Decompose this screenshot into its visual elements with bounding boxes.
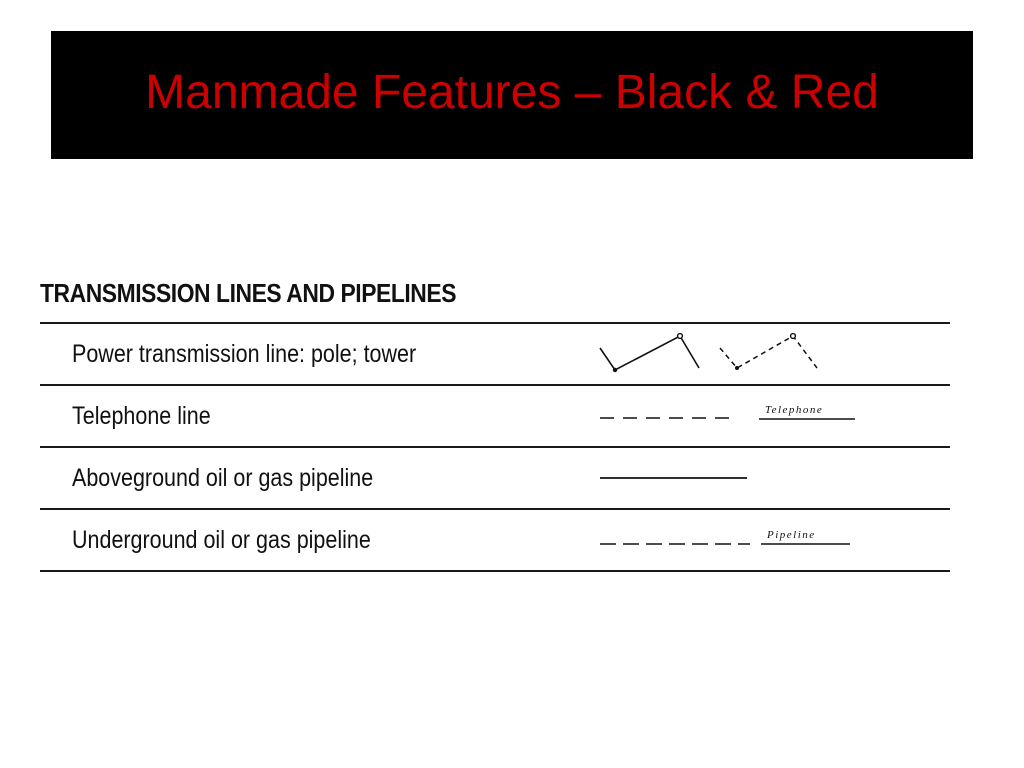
slide-title: Manmade Features – Black & Red xyxy=(145,66,879,119)
legend-row-label: Power transmission line: pole; tower xyxy=(72,340,417,368)
telephone-symbol-text: Telephone xyxy=(765,404,823,416)
legend-row: Aboveground oil or gas pipeline xyxy=(40,448,950,510)
legend-table: TRANSMISSION LINES AND PIPELINES Power t… xyxy=(40,276,950,572)
telephone-line-symbol: Telephone xyxy=(595,386,855,446)
aboveground-pipeline-symbol xyxy=(595,448,855,508)
legend-row-label: Underground oil or gas pipeline xyxy=(72,526,371,554)
pipeline-symbol-text: Pipeline xyxy=(766,529,816,541)
title-bar: Manmade Features – Black & Red xyxy=(51,31,973,159)
underground-pipeline-symbol: Pipeline xyxy=(595,510,855,570)
aboveground-pipeline-symbol-graphic xyxy=(600,477,747,479)
legend-heading: TRANSMISSION LINES AND PIPELINES xyxy=(40,278,457,308)
telephone-line-symbol-graphic: Telephone xyxy=(600,404,855,420)
legend-row-label: Aboveground oil or gas pipeline xyxy=(72,464,374,492)
legend-row: Power transmission line: pole; tower xyxy=(40,324,950,386)
legend-row: Telephone line Telephone xyxy=(40,386,950,448)
legend-row: Underground oil or gas pipeline Pipeline xyxy=(40,510,950,572)
power-line-symbol-graphic xyxy=(599,332,818,373)
underground-pipeline-symbol-graphic: Pipeline xyxy=(600,529,850,545)
power-line-symbol xyxy=(595,324,855,384)
legend-row-label: Telephone line xyxy=(72,402,211,430)
top-rule xyxy=(40,322,950,324)
